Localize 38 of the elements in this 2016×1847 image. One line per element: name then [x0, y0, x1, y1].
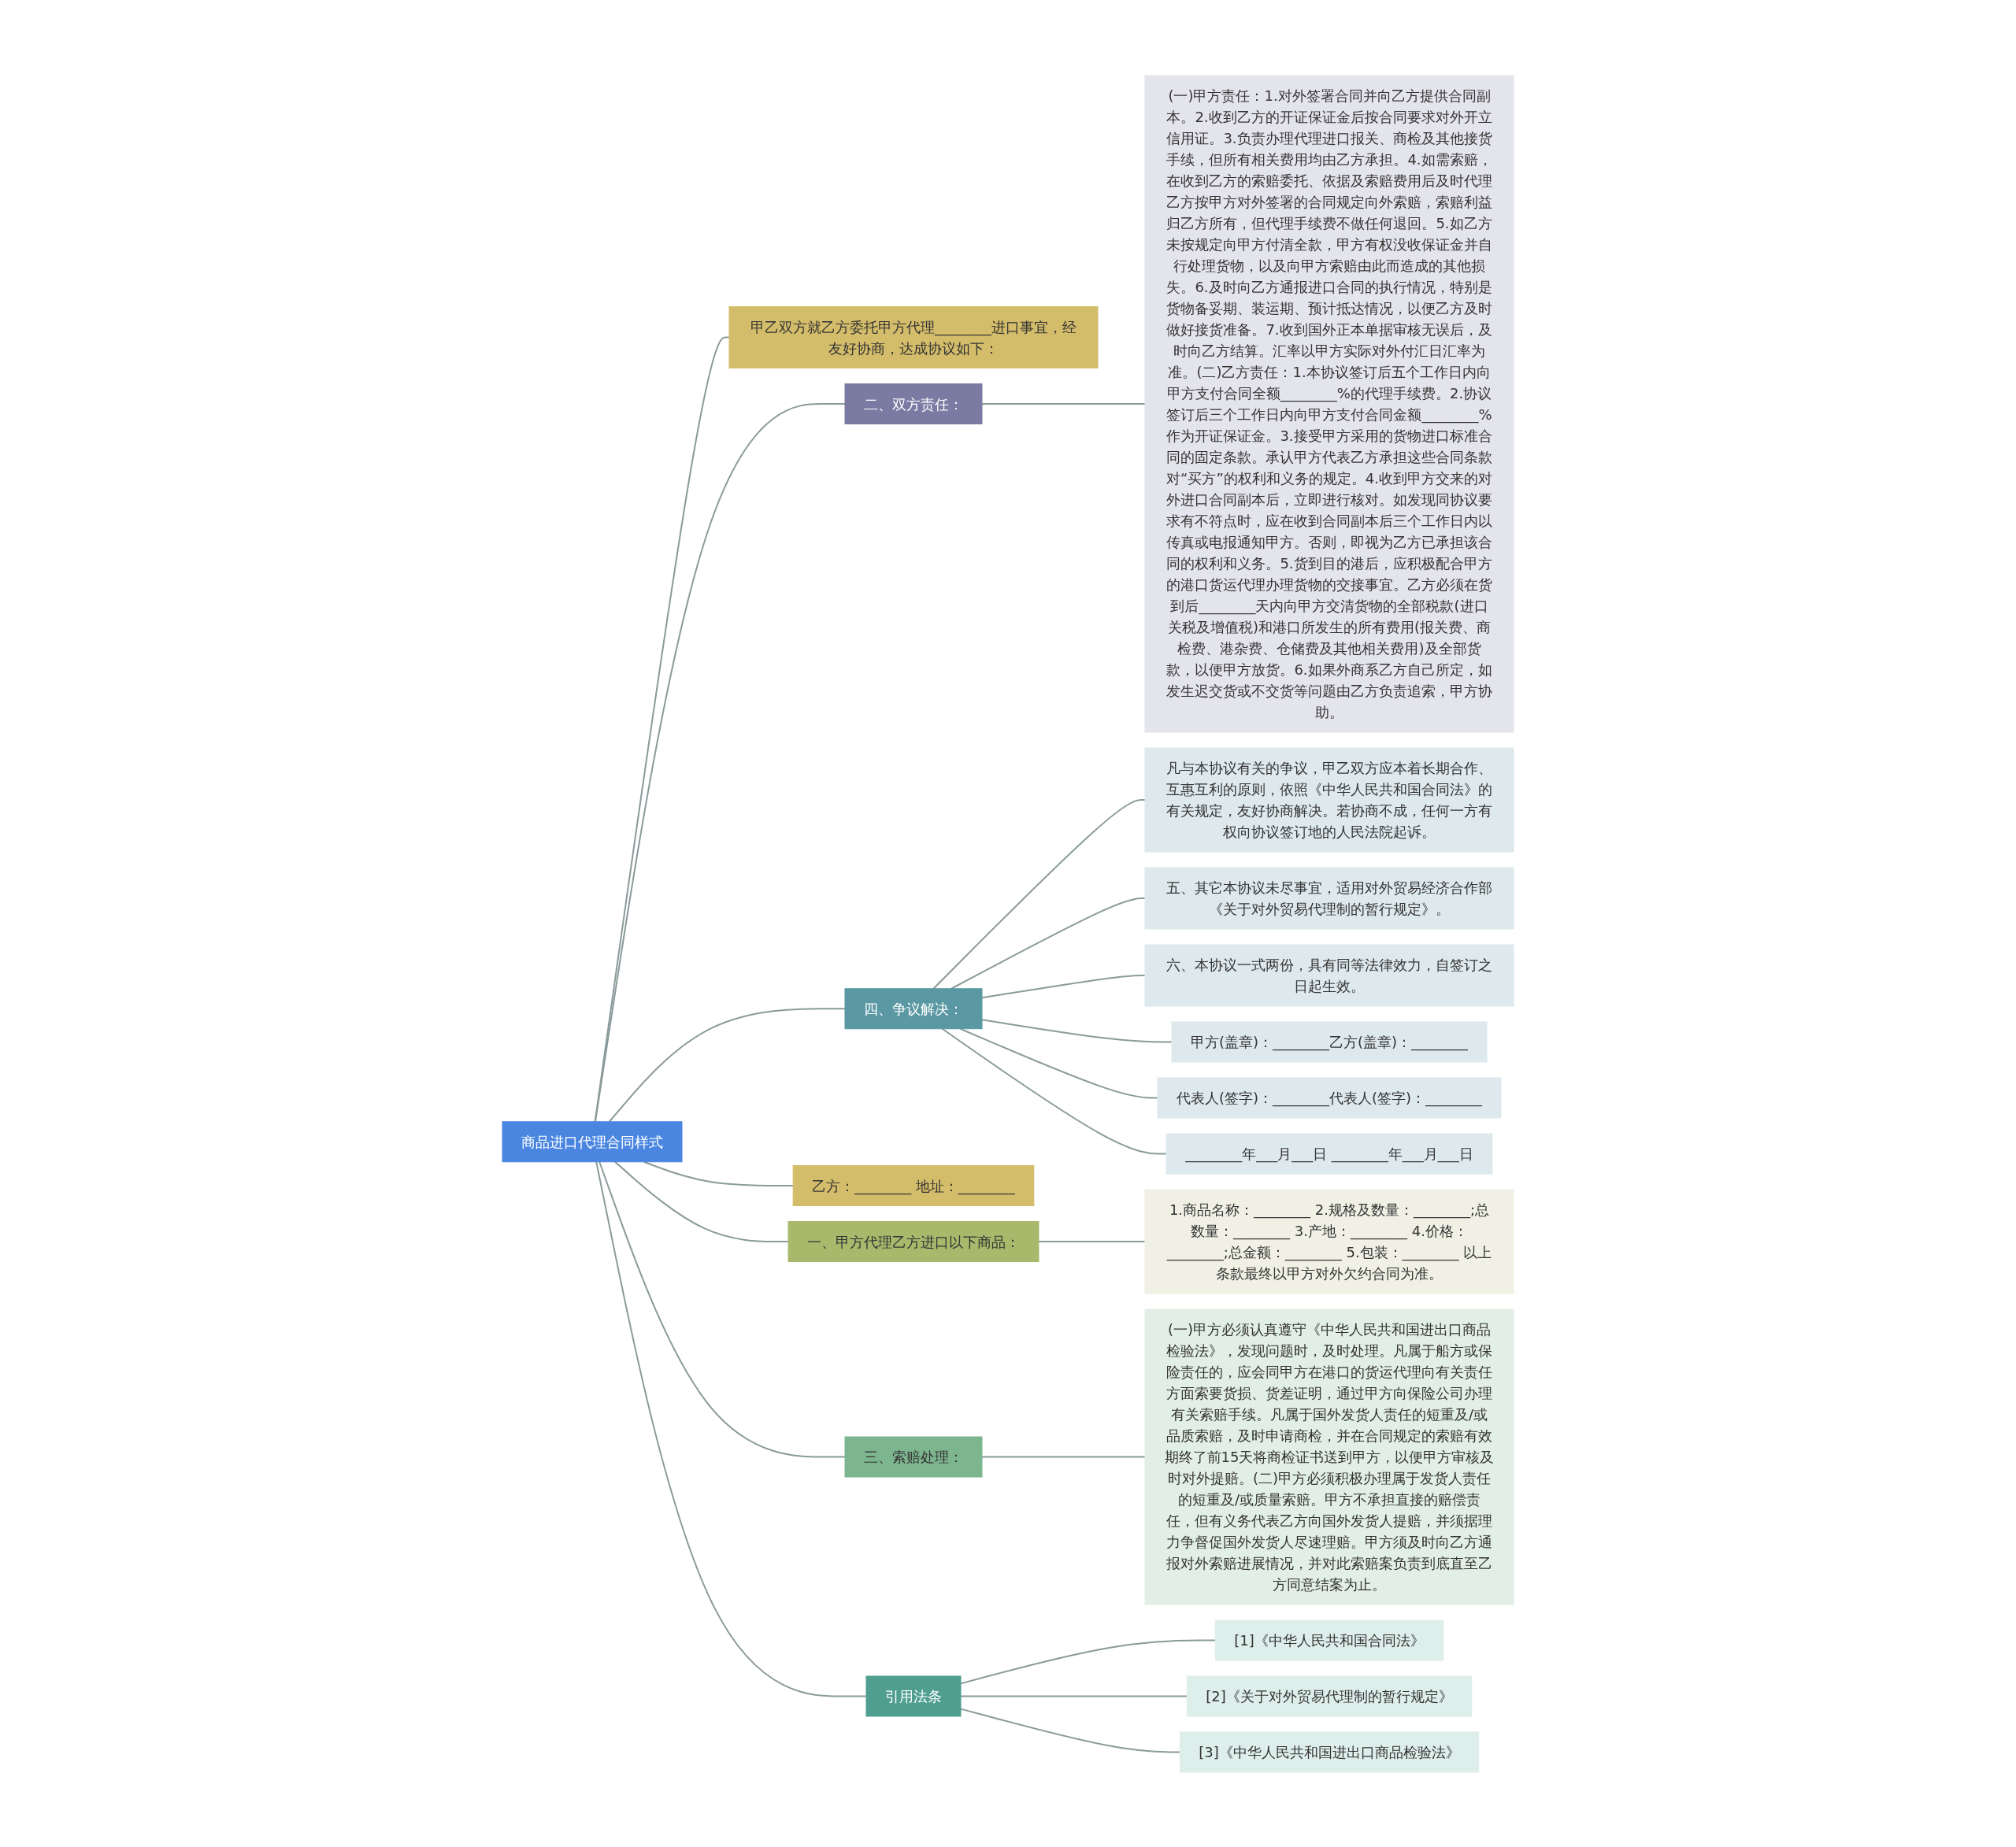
node-box: 1.商品名称：________ 2.规格及数量：________;总数量：________ 3.产地：________ 4.价格：________;总金额：________ 5.包装：________ 以上条款最终以甲方对外欠约合同为准。: [1144, 1189, 1514, 1294]
node-box: 甲方(盖章)：________乙方(盖章)：________: [1171, 1021, 1488, 1062]
connector: [932, 798, 1146, 990]
connector: [598, 1160, 846, 1457]
connector: [981, 1018, 1173, 1042]
node-box: (一)甲方责任：1.对外签署合同并向乙方提供合同副本。2.收到乙方的开证保证金后按合同要求对外开立信用证。3.负责办理代理进口报关、商检及其他接货手续，但所有相关费用均由乙方承担。4.如需索赔，在收到乙方的索赔委托、依据及索赔费用后及时代理乙方按甲方对外签署的合同规定向外索赔，索赔利益归乙方所有，但代理手续费不做任何退回。5.如乙方未按规定向甲方付清全款，甲方有权没收保证金并自行处理货物，以及向甲方索赔由此而造成的其他损失。6.及时向乙方通报进口合同的执行情况，特别是货物备妥期、装运期、预计抵达情况，以便乙方及时做好接货准备。7.收到国外正本单据审核无误后，及时向乙方结算。汇率以甲方实际对外付汇日汇率为准。(二)乙方责任：1.本协议签订后五个工作日内向甲方支付合同全额________%的代理手续费。2.协议签订后三个工作日内向甲方支付合同金额________%作为开证保证金。3.接受甲方采用的货物进口标准合同的固定条款。承认甲方代表乙方承担这些合同条款对“买方”的权利和义务的规定。4.收到甲方交来的对外进口合同副本后，立即进行核对。如发现同协议要求有不符点时，应在收到合同副本后三个工作日内以传真或电报通知甲方。否则，即视为乙方已承担该合同的权利和义务。5.货到目的港后，应积极配合甲方的港口货运代理办理货物的交接事宜。乙方必须在货到后________天内向甲方交清货物的全部税款(进口关税及增值税)和港口所发生的所有费用(报关费、商检费、港杂费、仓储费及其他相关费用)及全部货款，以便甲方放货。6.如果外商系乙方自己所定，如发生迟交货或不交货等问题由乙方负责追索，甲方协助。: [1144, 75, 1514, 732]
node-box: 一、甲方代理乙方进口以下商品：: [788, 1220, 1040, 1262]
node-box: 五、其它本协议未尽事宜，适用对外贸易经济合作部《关于对外贸易代理制的暂行规定》。: [1144, 867, 1514, 929]
connector: [960, 1639, 1217, 1684]
connector: [1038, 1240, 1146, 1242]
connector: [613, 1160, 789, 1242]
connector: [960, 1695, 1188, 1697]
node-box: 凡与本协议有关的争议，甲乙双方应本着长期合作、互惠互利的原则，依照《中华人民共和国合同法》的有关规定，友好协商解决。若协商不成，任何一方有权向协议签订地的人民法院起诉。: [1144, 747, 1514, 852]
connector: [941, 1027, 1168, 1154]
node-box: 引用法条: [865, 1675, 962, 1716]
node-box: 六、本协议一式两份，具有同等法律效力，自签订之日起生效。: [1144, 944, 1514, 1006]
node-box: 四、争议解决：: [844, 987, 983, 1029]
node-box: 三、索赔处理：: [844, 1436, 983, 1477]
node-box: 代表人(签字)：________代表人(签字)：________: [1157, 1077, 1502, 1118]
connector: [959, 1027, 1158, 1098]
node-box: ________年___月___日 ________年___月___日: [1166, 1133, 1493, 1174]
node-box: 商品进口代理合同样式: [502, 1120, 683, 1162]
connector: [608, 1007, 846, 1123]
node-box: 二、双方责任：: [844, 383, 983, 424]
connector: [981, 974, 1146, 998]
node-box: (一)甲方必须认真遵守《中华人民共和国进出口商品检验法》，发现问题时，及时处理。凡属于船方或保险责任的，应会同甲方在港口的货运代理向有关责任方面索要货损、货差证明，通过甲方向保险公司办理有关索赔手续。凡属于国外发货人责任的短重及/或品质索赔，及时申请商检，并在合同规定的索赔有效期终了前15天将商检证书送到甲方，以便甲方审核及时对外提赔。(二)甲方必须积极办理属于发货人责任的短重及/或质量索赔。甲方不承担直接的赔偿责任，但有义务代表乙方向国外发货人提赔，并须据理力争督促国外发货人尽速理赔。甲方须及时向乙方通报对外索赔进展情况，并对此索赔案负责到底直至乙方同意结案为止。: [1144, 1308, 1514, 1605]
node-box: [2]《关于对外贸易代理制的暂行规定》: [1186, 1675, 1473, 1716]
connector: [981, 1456, 1146, 1457]
node-box: 乙方：________ 地址：________: [792, 1164, 1035, 1206]
node-box: [1]《中华人民共和国合同法》: [1214, 1619, 1444, 1660]
connector: [960, 1708, 1181, 1753]
connector: [595, 1160, 867, 1697]
node-box: [3]《中华人民共和国进出口商品检验法》: [1179, 1731, 1480, 1772]
connector: [981, 402, 1146, 405]
connector: [594, 402, 846, 1123]
connector: [643, 1160, 795, 1186]
node-box: 甲乙双方就乙方委托甲方代理________进口事宜，经友好协商，达成协议如下：: [728, 305, 1099, 368]
connector: [951, 897, 1146, 990]
